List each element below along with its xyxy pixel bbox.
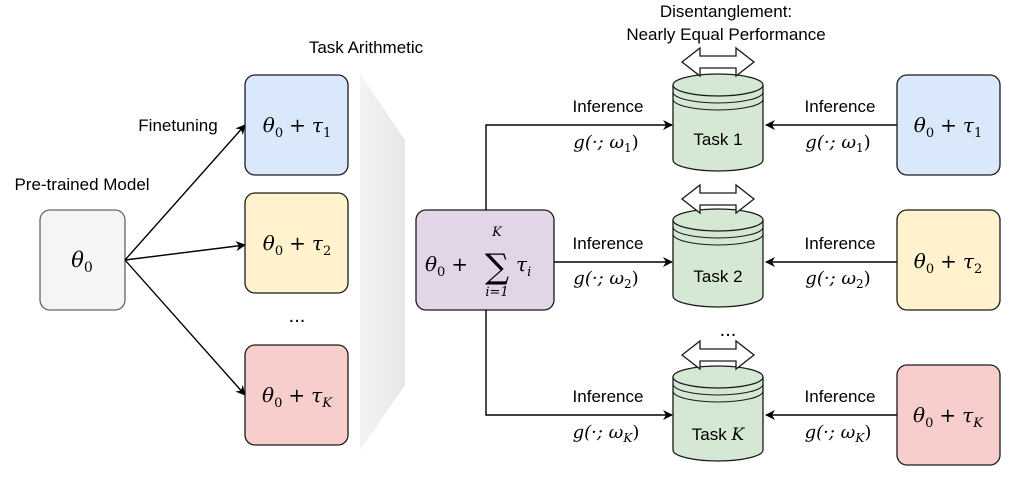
sum-lower: i=1 <box>485 285 508 300</box>
sum-upper: K <box>491 225 503 240</box>
svg-text:θ0+τ1: θ0+τ1 <box>263 113 331 141</box>
merged-model: θ0+ ∑ K i=1 τi <box>415 209 555 311</box>
g-right-1: g(·; ω1) <box>805 132 870 155</box>
finetune-arrow-2 <box>124 241 246 261</box>
task-k-label: Task K <box>692 425 746 445</box>
right-model-k: θ0+τK <box>896 364 1001 466</box>
ellipsis-left: ... <box>289 305 306 327</box>
double-arrow-icon-2 <box>680 183 756 215</box>
svg-text:θ0+τ1: θ0+τ1 <box>914 113 982 141</box>
double-arrow-icon-k <box>680 339 756 371</box>
task-arithmetic-shape <box>360 74 405 450</box>
right-model-1: θ0+τ1 <box>896 74 1001 176</box>
g-left-2: g(·; ω2) <box>573 268 638 291</box>
inference-left-1: Inference <box>573 97 644 116</box>
g-right-2: g(·; ω2) <box>805 268 870 291</box>
g-right-k: g(·; ωK) <box>805 422 872 445</box>
pretrained-model-label: Pre-trained Model <box>14 175 149 194</box>
task-arithmetic-label: Task Arithmetic <box>309 38 424 57</box>
pretrained-theta: θ0 <box>71 248 93 276</box>
merged-to-task-1 <box>485 120 673 210</box>
task-1-label: Task 1 <box>693 130 742 149</box>
inference-right-k: Inference <box>805 387 876 406</box>
svg-text:θ0+τK: θ0+τK <box>913 403 984 431</box>
g-left-k: g(·; ωK) <box>573 422 640 445</box>
svg-text:θ0+τ2: θ0+τ2 <box>263 231 331 259</box>
right-model-2: θ0+τ2 <box>896 209 1001 311</box>
disentanglement-subtitle: Nearly Equal Performance <box>626 25 825 44</box>
finetuned-model-1: θ0+τ1 <box>244 74 349 176</box>
finetune-arrow-k <box>124 259 246 396</box>
inference-left-2: Inference <box>573 234 644 253</box>
finetuning-label: Finetuning <box>138 116 217 135</box>
double-arrow-icon-1 <box>680 46 756 78</box>
inference-right-1: Inference <box>805 97 876 116</box>
g-left-1: g(·; ω1) <box>573 132 638 155</box>
finetuned-model-2: θ0+τ2 <box>244 192 349 294</box>
svg-text:τi: τi <box>516 252 531 280</box>
task-2-label: Task 2 <box>693 267 742 286</box>
task-2-cylinder: Task 2 <box>672 208 764 308</box>
task-k-cylinder: Task K <box>672 365 764 462</box>
finetuned-model-k: θ0+τK <box>244 344 349 446</box>
task-1-cylinder: Task 1 <box>672 73 764 172</box>
svg-text:θ0+: θ0+ <box>425 252 468 280</box>
svg-text:θ0+τ2: θ0+τ2 <box>914 249 982 277</box>
inference-left-k: Inference <box>573 387 644 406</box>
svg-text:θ0+τK: θ0+τK <box>262 383 333 411</box>
merged-to-task-k <box>485 310 673 420</box>
sum-sigma: ∑ <box>485 247 509 287</box>
inference-right-2: Inference <box>805 234 876 253</box>
disentanglement-title: Disentanglement: <box>660 2 792 21</box>
ellipsis-right: ... <box>720 319 737 341</box>
finetune-arrow-1 <box>124 124 246 261</box>
